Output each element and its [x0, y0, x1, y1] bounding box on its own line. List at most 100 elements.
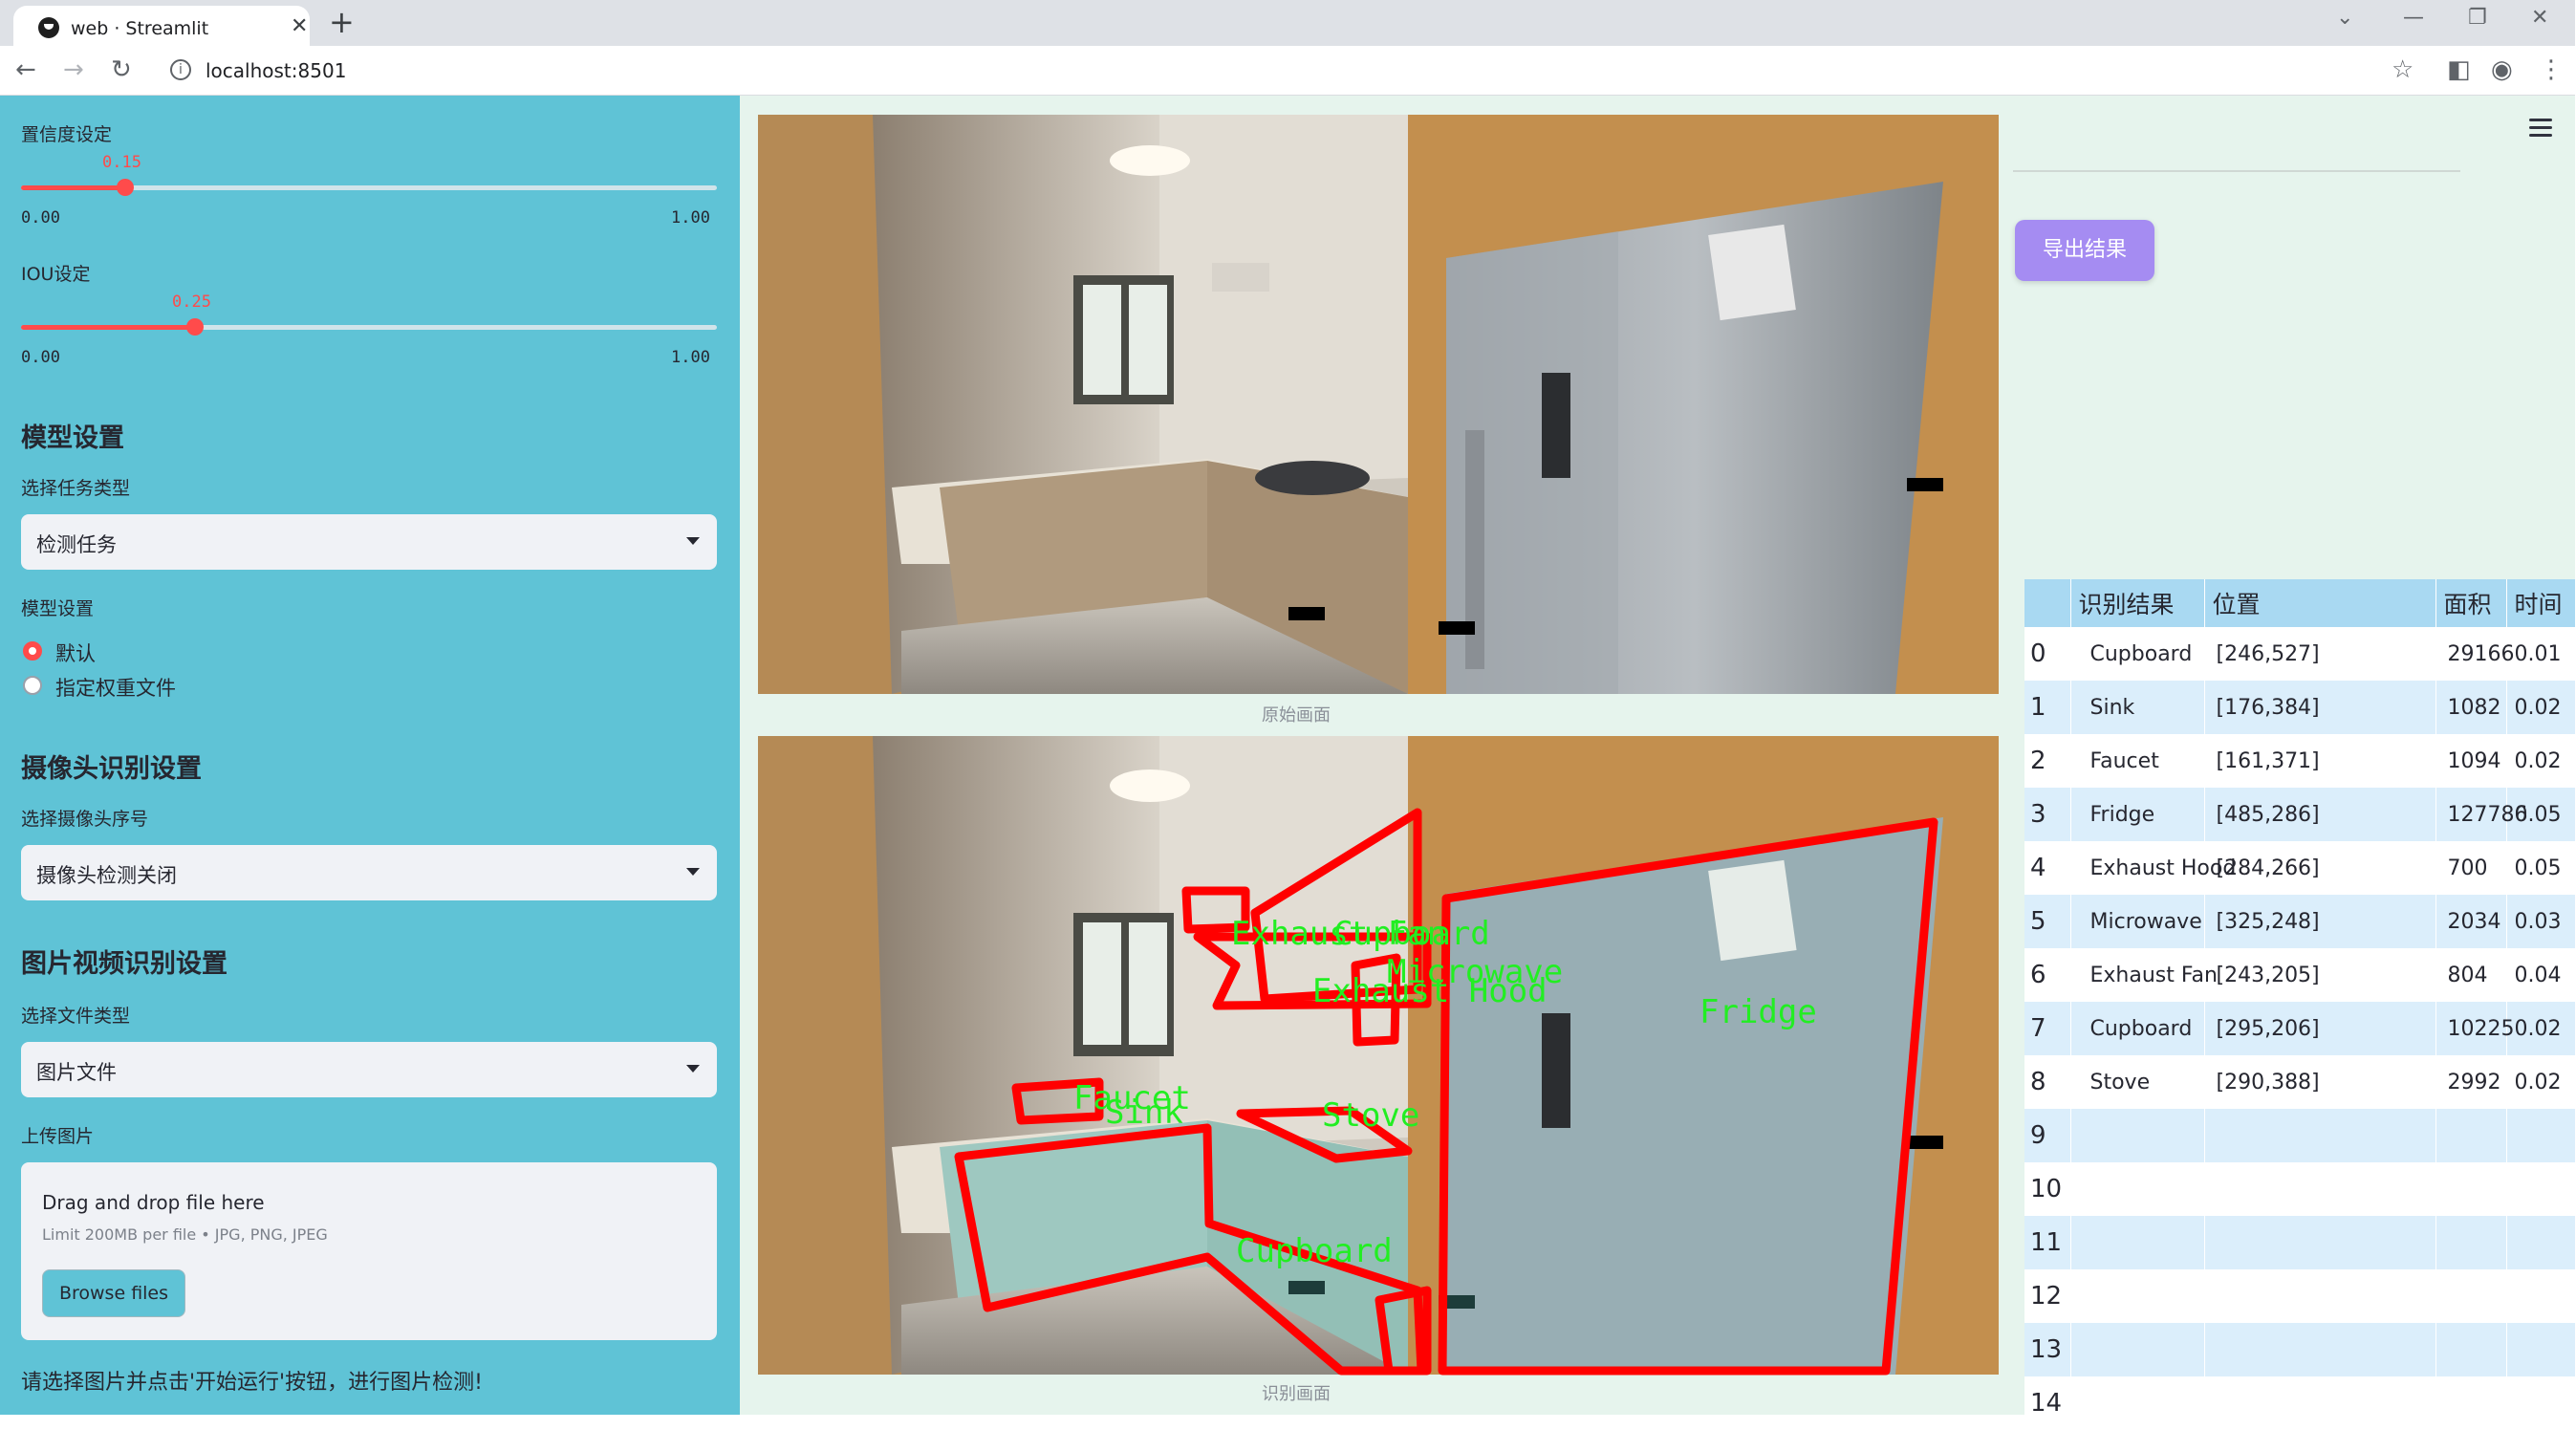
row-time [2506, 1376, 2576, 1430]
media-section-title: 图片视频识别设置 [21, 949, 227, 979]
iou-slider[interactable] [21, 318, 717, 336]
row-index: 9 [2024, 1109, 2071, 1162]
profile-avatar-icon[interactable]: ◉ [2491, 55, 2513, 84]
row-position [2204, 1376, 2436, 1430]
table-row[interactable]: 9 [2024, 1109, 2576, 1162]
row-area: 1082 [2435, 681, 2507, 734]
window-close-icon[interactable]: ✕ [2531, 6, 2549, 30]
row-result: Cupboard [2070, 627, 2205, 681]
back-icon[interactable]: ← [15, 55, 36, 84]
task-type-select[interactable]: 检测任务 [21, 514, 717, 570]
row-index: 1 [2024, 681, 2071, 734]
url-input[interactable]: i localhost:8501 [153, 52, 2390, 90]
detection-label: Faucet [1073, 1079, 1191, 1117]
table-row[interactable]: 13 [2024, 1323, 2576, 1376]
row-position: [325,248] [2204, 895, 2436, 948]
row-position: [161,371] [2204, 734, 2436, 788]
row-area: 10225 [2435, 1002, 2515, 1055]
confidence-max: 1.00 [671, 208, 710, 228]
row-position [2204, 1269, 2436, 1323]
file-type-value: 图片文件 [36, 1061, 117, 1084]
row-result: Stove [2070, 1055, 2205, 1109]
row-position: [243,205] [2204, 948, 2436, 1002]
table-row[interactable]: 12 [2024, 1269, 2576, 1323]
file-dropzone[interactable]: Drag and drop file here Limit 200MB per … [21, 1162, 717, 1340]
model-setting-label: 模型设置 [21, 598, 95, 619]
iou-max: 1.00 [671, 348, 710, 367]
address-bar: ← → ↻ i localhost:8501 ☆ ◧ ◉ ⋮ [0, 46, 2575, 96]
row-result: Fridge [2070, 788, 2205, 841]
original-image [758, 115, 1999, 694]
row-area [2435, 1269, 2507, 1323]
row-result [2070, 1376, 2205, 1430]
row-time [2506, 1162, 2576, 1216]
row-area: 700 [2435, 841, 2507, 895]
streamlit-favicon-icon [38, 17, 59, 38]
camera-select[interactable]: 摄像头检测关闭 [21, 845, 717, 900]
table-row[interactable]: 10 [2024, 1162, 2576, 1216]
row-area [2435, 1162, 2507, 1216]
iou-slider-fill [21, 325, 195, 330]
table-row[interactable]: 14 [2024, 1376, 2576, 1430]
row-position [2204, 1109, 2436, 1162]
forward-icon[interactable]: → [63, 55, 84, 84]
instruction-hint: 请选择图片并点击'开始运行'按钮，进行图片检测! [21, 1371, 483, 1395]
detection-label: Exhaust Hood [1312, 972, 1548, 1010]
side-panel-icon[interactable]: ◧ [2447, 55, 2471, 84]
close-tab-icon[interactable]: ✕ [291, 14, 309, 38]
row-result: Microwave [2070, 895, 2205, 948]
original-caption: 原始画面 [1262, 705, 1331, 726]
site-info-icon[interactable]: i [170, 59, 191, 80]
row-index: 4 [2024, 841, 2071, 895]
header-result: 识别结果 [2070, 579, 2205, 627]
camera-select-label: 选择摄像头序号 [21, 809, 149, 830]
export-results-button[interactable]: 导出结果 [2015, 220, 2154, 281]
row-result: Cupboard [2070, 1002, 2205, 1055]
browser-menu-icon[interactable]: ⋮ [2539, 55, 2564, 84]
dropzone-limit: Limit 200MB per file • JPG, PNG, JPEG [42, 1225, 328, 1244]
restore-icon[interactable]: ❐ [2468, 6, 2487, 30]
browse-files-button[interactable]: Browse files [42, 1269, 185, 1317]
confidence-min: 0.00 [21, 208, 60, 228]
bookmark-star-icon[interactable]: ☆ [2392, 55, 2414, 84]
minimize-icon[interactable]: — [2403, 6, 2424, 30]
browser-tab-bar: web · Streamlit ✕ + ⌄ — ❐ ✕ [0, 0, 2575, 46]
header-position: 位置 [2204, 579, 2436, 627]
confidence-slider-fill [21, 185, 125, 190]
row-position: [295,206] [2204, 1002, 2436, 1055]
confidence-slider[interactable] [21, 179, 717, 196]
row-position [2204, 1323, 2436, 1376]
hamburger-menu-icon[interactable] [2529, 119, 2552, 141]
file-type-select[interactable]: 图片文件 [21, 1042, 717, 1097]
reload-icon[interactable]: ↻ [111, 55, 132, 84]
table-row[interactable]: 11 [2024, 1216, 2576, 1269]
iou-slider-thumb[interactable] [186, 318, 204, 336]
row-time [2506, 1216, 2576, 1269]
row-result: Sink [2070, 681, 2205, 734]
new-tab-button[interactable]: + [329, 4, 355, 40]
confidence-slider-thumb[interactable] [117, 179, 134, 196]
row-time: 0.01 [2506, 627, 2576, 681]
camera-select-value: 摄像头检测关闭 [36, 864, 177, 887]
row-time: 0.04 [2506, 948, 2576, 1002]
row-result [2070, 1323, 2205, 1376]
row-index: 3 [2024, 788, 2071, 841]
browser-tab[interactable]: web · Streamlit ✕ [13, 6, 310, 46]
row-area: 1094 [2435, 734, 2507, 788]
row-index: 0 [2024, 627, 2071, 681]
row-result [2070, 1162, 2205, 1216]
tab-search-icon[interactable]: ⌄ [2336, 6, 2354, 30]
row-result: Exhaust Fan [2070, 948, 2218, 1002]
radio-unselected-icon [23, 676, 42, 695]
